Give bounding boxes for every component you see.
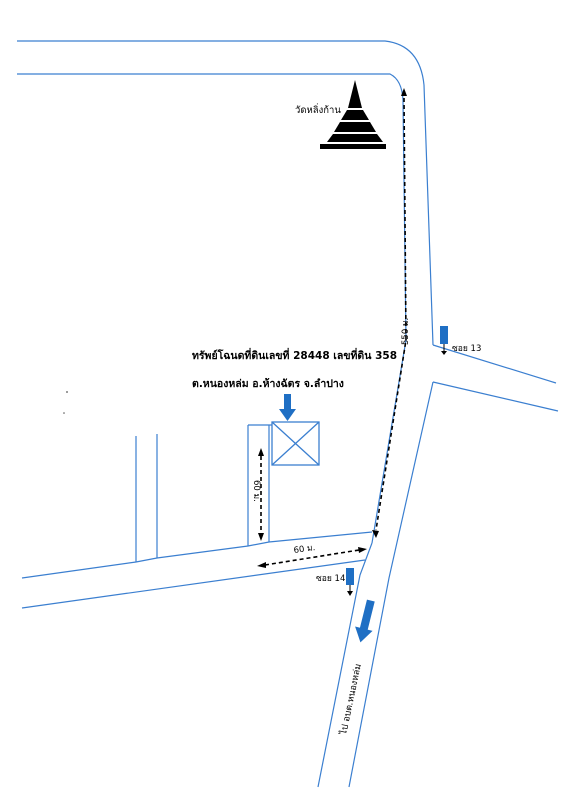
speck [63,412,65,414]
soi13-marker-icon [440,326,448,355]
soi13-label: ซอย 13 [452,344,481,354]
soi13-road-bottom [432,381,559,412]
horizontal-arrowhead-right [358,547,367,553]
direction-label: ไป อบต.หนองหล่ม [338,663,364,737]
soi13-road-top [432,344,557,384]
side-horizontal-distance-line [264,549,360,566]
main-road-distance-label: 550 ม. [401,318,411,345]
top-road-upper-edge [17,40,434,346]
side-vertical-distance-label: 60 ม. [251,480,261,502]
property-title-line2: ต.หนองหล่ม อ.ห้างฉัตร จ.ลำปาง [192,377,344,390]
temple-pagoda-icon [320,80,386,149]
property-marker-arrow [279,394,296,421]
temple-label: วัดหลิ่งก้าน [295,103,341,116]
main-road-left-edge [317,542,373,788]
soi14-road-top [21,531,373,579]
direction-arrow-icon [355,599,375,643]
distance-arrowhead-top [401,88,407,96]
main-road-right-edge [348,381,434,788]
soi14-label: ซอย 14 [316,574,345,584]
side-horizontal-distance-label: 60 ม. [293,543,316,556]
main-road-distance-line [375,97,407,531]
soi14-marker-icon [346,568,354,596]
distance-arrowhead-bottom [372,530,379,538]
property-plot-box [271,421,320,466]
vertical-arrowhead-bottom [258,533,264,541]
property-title-line1: ทรัพย์โฉนดที่ดินเลขที่ 28448 เลขที่ดิน 3… [192,347,397,362]
soi14-road-bottom [21,559,366,609]
speck [66,391,68,393]
vertical-arrowhead-top [258,448,264,456]
horizontal-arrowhead-left [257,562,266,568]
top-road-lower-edge [17,73,407,544]
